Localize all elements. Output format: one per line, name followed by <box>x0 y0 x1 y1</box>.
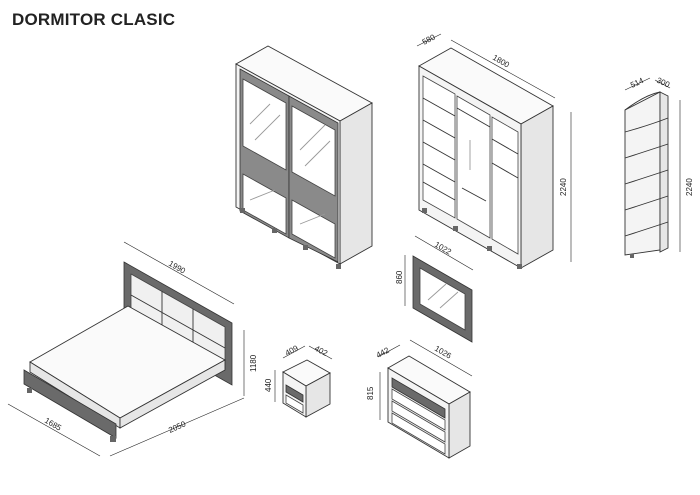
bed-width-label: 1990 <box>167 259 187 276</box>
dresser-width-label: 1026 <box>433 344 453 361</box>
wardrobe-sliding-doors <box>235 45 373 269</box>
wardrobe-open <box>416 33 572 269</box>
bed <box>7 241 245 457</box>
corner-depth-label: 514 <box>629 76 645 90</box>
bed-inner-width-label: 1685 <box>43 416 63 433</box>
wardrobe-width-label: 1800 <box>491 53 511 70</box>
bed-length-label: 2050 <box>167 419 187 435</box>
wardrobe-depth-label: 580 <box>421 32 437 46</box>
corner-height-label: 2240 <box>685 178 694 196</box>
mirror <box>404 235 474 343</box>
dresser-depth-label: 442 <box>375 345 391 359</box>
corner-shelf <box>624 77 681 258</box>
mirror-height-label: 860 <box>395 270 404 284</box>
mirror-width-label: 1022 <box>433 240 453 257</box>
nightstand-depth-label: 409 <box>284 343 300 357</box>
nightstand-height-label: 440 <box>264 378 273 392</box>
wardrobe-height-label: 2240 <box>559 178 568 196</box>
nightstand <box>274 345 333 418</box>
dresser <box>377 339 473 459</box>
bed-height-label: 1180 <box>249 354 258 372</box>
page-title: DORMITOR CLASIC <box>12 10 176 29</box>
dresser-height-label: 815 <box>366 386 375 400</box>
